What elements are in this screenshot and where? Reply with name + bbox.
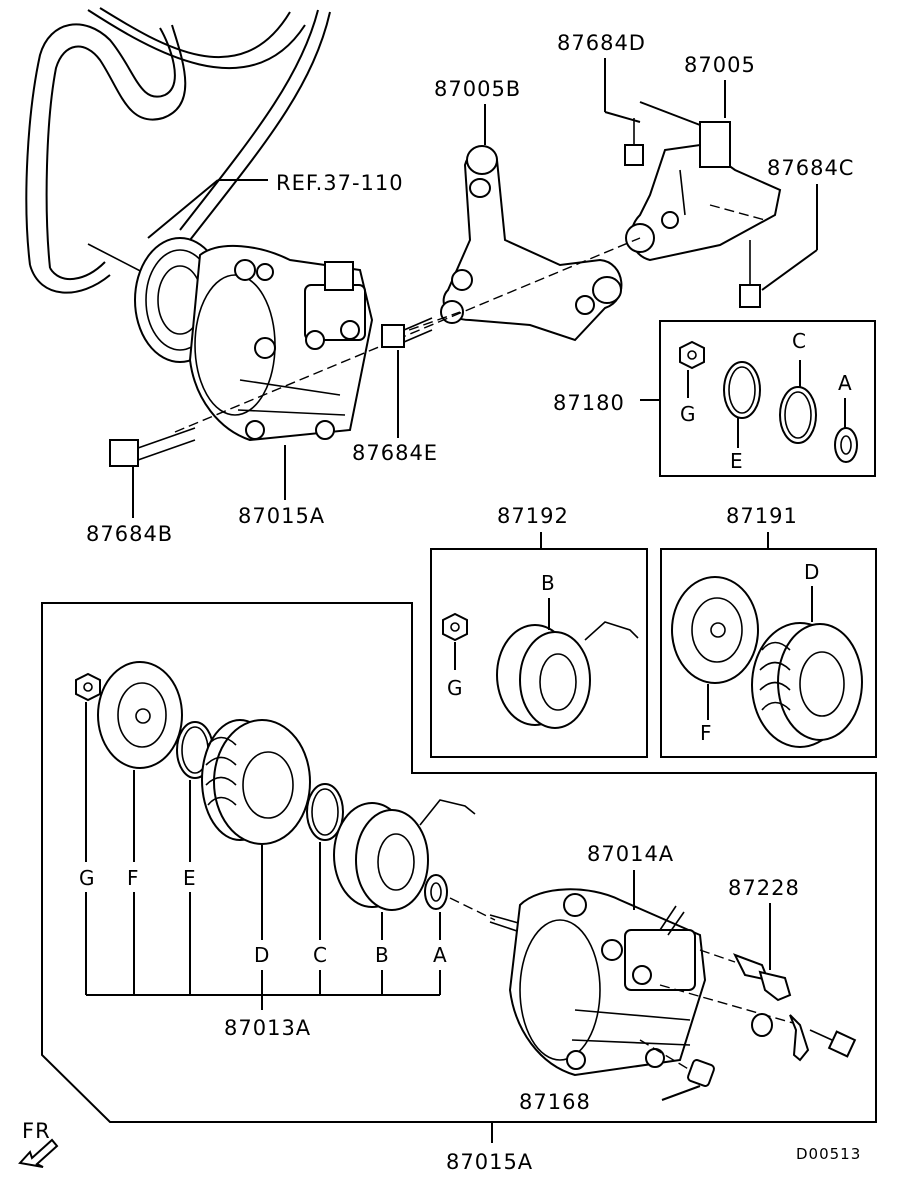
alignment-line [174,237,641,433]
compressor-body-87014a [489,888,707,1077]
kit180-ring-e [723,361,761,448]
alignment-line-2 [394,311,461,336]
clutch-letter-b: B [375,943,389,967]
label-87005b: 87005B [434,77,521,101]
kit191-hub-f [671,576,759,720]
kit180-letter-g: G [680,402,696,426]
label-87013a: 87013A [224,1016,311,1040]
bolt-87684d [624,118,644,166]
kit180-letter-a: A [838,371,852,395]
kit-box-87191 [660,548,877,758]
bracket-87005 [625,121,782,262]
clutch-letter-d: D [254,943,269,967]
label-87684b: 87684B [86,522,173,546]
kit192-field-coil-b [496,598,639,729]
label-87684d: 87684D [557,31,646,55]
label-87180: 87180 [553,391,625,415]
plug-87168 [661,1059,715,1101]
bracket-87013a [85,892,441,1010]
kit180-letter-c: C [792,329,806,353]
kit180-ring-c [779,360,817,444]
label-87168: 87168 [519,1090,591,1114]
kit-box-87180 [659,320,876,477]
label-87684e: 87684E [352,441,438,465]
clutch-letter-c: C [313,943,327,967]
kit180-washer-a [834,398,858,463]
label-87005: 87005 [684,53,756,77]
plug-alignment [639,1039,691,1071]
ref-leader [147,179,219,239]
shaft-alignment [449,897,496,921]
label-87191: 87191 [726,504,798,528]
kit192-letter-g: G [447,676,463,700]
bracket-87005b [440,145,623,342]
clutch-letter-g: G [79,866,95,890]
kit192-nut-g [442,612,468,670]
clutch-pulley-d [201,719,311,940]
clutch-nut-g [75,672,101,862]
assembly-frame-87015a [41,602,877,1123]
clutch-letter-a: A [433,943,447,967]
kit192-letter-b: B [541,571,555,595]
kit-box-87192 [430,548,648,758]
kit191-letter-d: D [804,560,819,584]
label-87684c: 87684C [767,156,854,180]
label-87015a-top: 87015A [238,504,325,528]
bolt-87684b [109,427,196,467]
alignment-line-3 [709,204,766,221]
clutch-letter-f: F [127,866,139,890]
pressure-switch-alignment [659,984,801,1026]
label-87192: 87192 [497,504,569,528]
front-arrow-icon [18,1138,59,1168]
drive-belt [25,7,331,294]
kit191-pulley-d [751,586,863,748]
front-label: FR [22,1119,51,1143]
valve-87228 [732,953,857,1062]
ref-label: REF.37-110 [276,171,404,195]
compressor-assembly-top [134,237,374,442]
label-87015a-bottom: 87015A [446,1150,533,1174]
diagram-code: D00513 [796,1145,861,1163]
kit191-letter-f: F [700,721,712,745]
label-87228: 87228 [728,876,800,900]
clutch-washer-a [424,874,448,940]
bolt-87684c [739,240,761,308]
clutch-letter-e: E [183,866,196,890]
clutch-ring-c [306,783,344,940]
clutch-hub-f [97,661,183,862]
valve-alignment [699,949,736,963]
bolt-87684e [381,317,433,348]
label-87014a: 87014A [587,842,674,866]
kit180-nut-g [679,340,705,398]
clutch-field-coil-b [333,799,476,940]
kit180-letter-e: E [730,449,743,473]
